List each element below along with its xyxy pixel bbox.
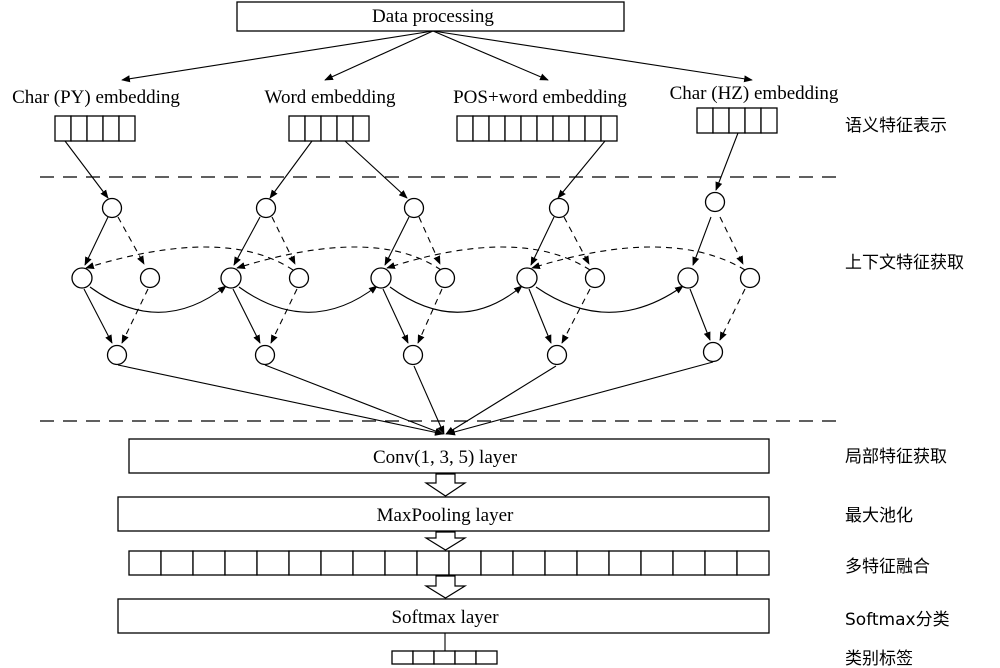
softmax-layer-label: Softmax layer (391, 607, 499, 628)
output-node (402, 344, 424, 366)
backward-node (139, 267, 161, 289)
embedding-label-word: Word embedding (265, 87, 396, 108)
maxpool-layer-box (117, 496, 770, 532)
embedding-vector-pos-word (456, 115, 618, 142)
side-label-pooling: 最大池化 (845, 506, 913, 526)
hidden-nodes (71, 267, 761, 289)
embedding-to-input-arrows (64, 132, 739, 199)
input-to-hidden-links (84, 216, 744, 266)
input-node (101, 197, 123, 219)
forward-node (71, 267, 93, 289)
side-label-local: 局部特征获取 (845, 447, 947, 467)
embedding-label-char-hz: Char (HZ) embedding (670, 83, 839, 104)
side-label-semantic: 语义特征表示 (845, 116, 947, 136)
embedding-label-char-py: Char (PY) embedding (12, 87, 180, 108)
hidden-to-output-links (83, 288, 746, 344)
output-nodes (106, 341, 724, 366)
embedding-vector-word (288, 115, 370, 142)
output-node (702, 341, 724, 363)
output-to-conv-links (117, 361, 714, 436)
flow-arrow-conv-to-pool (424, 473, 467, 497)
forward-node (220, 267, 242, 289)
forward-recurrent-links (89, 285, 684, 313)
side-label-label: 类别标签 (845, 649, 913, 668)
backward-node (739, 267, 761, 289)
backward-node (288, 267, 310, 289)
backward-node (434, 267, 456, 289)
side-label-fusion: 多特征融合 (845, 557, 930, 577)
maxpool-layer-label: MaxPooling layer (377, 505, 514, 526)
input-node (704, 191, 726, 213)
input-node (255, 197, 277, 219)
flow-arrow-fusion-to-softmax (423, 575, 468, 599)
flow-arrow-pool-to-fusion (423, 531, 468, 551)
input-nodes (101, 191, 726, 219)
conv-layer-label: Conv(1, 3, 5) layer (373, 447, 518, 468)
input-node (403, 197, 425, 219)
output-node (254, 344, 276, 366)
fusion-vector (128, 550, 770, 576)
backward-recurrent-links (85, 246, 746, 271)
softmax-layer-box (117, 598, 770, 634)
data-processing-box (236, 1, 625, 32)
embedding-vector-char-hz (696, 107, 778, 134)
side-label-softmax: Softmax分类 (845, 610, 950, 630)
backward-node (584, 267, 606, 289)
forward-node (516, 267, 538, 289)
output-node (546, 344, 568, 366)
embedding-vector-char-py (54, 115, 136, 142)
label-vector (391, 650, 498, 665)
side-label-context: 上下文特征获取 (845, 253, 964, 273)
forward-node (677, 267, 699, 289)
output-node (106, 344, 128, 366)
embedding-label-pos-word: POS+word embedding (453, 87, 627, 108)
forward-node (370, 267, 392, 289)
input-node (548, 197, 570, 219)
data-processing-label: Data processing (372, 6, 494, 27)
conv-layer-box (128, 438, 770, 474)
data-processing-arrows (121, 30, 753, 83)
